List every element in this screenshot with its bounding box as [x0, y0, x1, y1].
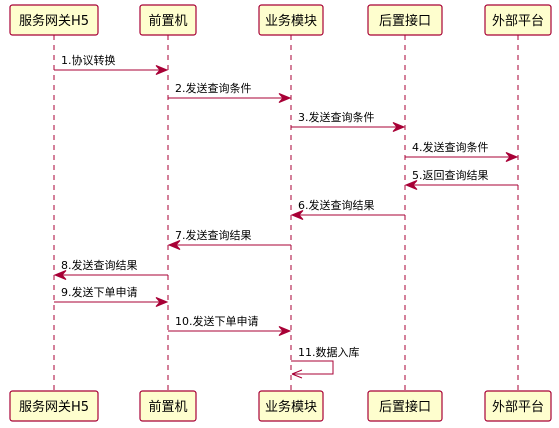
message-10: 10.发送下单申请 — [168, 314, 292, 336]
participant-gw-bottom: 服务网关H5 — [9, 390, 99, 422]
message-label: 9.发送下单申请 — [61, 285, 138, 299]
message-8: 8.发送查询结果 — [53, 258, 168, 280]
participant-box — [367, 4, 443, 36]
message-label: 7.发送查询结果 — [175, 228, 252, 242]
arrowhead — [278, 326, 292, 336]
message-label: 10.发送下单申请 — [175, 314, 259, 328]
participant-label: 前置机 — [148, 13, 187, 29]
participant-back-top: 后置接口 — [367, 4, 443, 36]
arrowhead — [505, 152, 519, 162]
message-9: 9.发送下单申请 — [54, 285, 169, 307]
message-3: 3.发送查询条件 — [291, 110, 406, 132]
message-label: 5.返回查询结果 — [412, 168, 489, 182]
participant-front-bottom: 前置机 — [139, 390, 197, 422]
participant-box — [258, 4, 324, 36]
arrowhead — [167, 240, 181, 250]
participant-biz-top: 业务模块 — [258, 4, 324, 36]
participant-label: 服务网关H5 — [19, 13, 89, 29]
message-label: 11.数据入库 — [298, 345, 360, 359]
messages: 1.协议转换 2.发送查询条件 3.发送查询条件 4.发送查询条件 5.返回查询结果 6.… — [53, 53, 519, 379]
participant-boxes: 服务网关H5服务网关H5前置机前置机业务模块业务模块后置接口后置接口外部平台外部… — [9, 4, 552, 422]
message-7: 7.发送查询结果 — [167, 228, 291, 250]
message-label: 2.发送查询条件 — [175, 81, 252, 95]
arrowhead — [404, 180, 418, 190]
message-label: 1.协议转换 — [61, 53, 116, 67]
message-11: 11.数据入库 — [291, 345, 360, 379]
message-2: 2.发送查询条件 — [168, 81, 292, 103]
arrowhead — [290, 210, 304, 220]
arrowhead — [155, 65, 169, 75]
message-6: 6.发送查询结果 — [290, 198, 405, 220]
participant-box — [367, 390, 443, 422]
participant-box — [484, 4, 552, 36]
participant-ext-top: 外部平台 — [484, 4, 552, 36]
message-5: 5.返回查询结果 — [404, 168, 518, 190]
participant-label: 业务模块 — [265, 399, 317, 415]
arrowhead — [53, 270, 67, 280]
participant-box — [9, 390, 99, 422]
participant-gw-top: 服务网关H5 — [9, 4, 99, 36]
participant-box — [139, 390, 197, 422]
self-message-line — [291, 360, 334, 375]
participant-ext-bottom: 外部平台 — [484, 390, 552, 422]
participant-box — [9, 4, 99, 36]
participant-box — [484, 390, 552, 422]
message-1: 1.协议转换 — [54, 53, 169, 75]
participant-label: 外部平台 — [492, 14, 544, 29]
participant-biz-bottom: 业务模块 — [258, 390, 324, 422]
lifelines — [53, 35, 519, 391]
message-label: 6.发送查询结果 — [298, 198, 375, 212]
message-label: 4.发送查询条件 — [412, 140, 489, 154]
participant-box — [258, 390, 324, 422]
arrowhead — [278, 93, 292, 103]
participant-label: 后置接口 — [379, 399, 431, 415]
participant-label: 服务网关H5 — [19, 399, 89, 415]
arrowhead — [291, 369, 303, 379]
message-label: 8.发送查询结果 — [61, 258, 138, 272]
participant-label: 外部平台 — [492, 400, 544, 415]
participant-label: 业务模块 — [265, 13, 317, 29]
message-label: 3.发送查询条件 — [298, 110, 375, 124]
participant-box — [139, 4, 197, 36]
participant-label: 前置机 — [148, 399, 187, 415]
participant-back-bottom: 后置接口 — [367, 390, 443, 422]
arrowhead — [155, 297, 169, 307]
participant-label: 后置接口 — [379, 13, 431, 29]
message-4: 4.发送查询条件 — [405, 140, 519, 162]
participant-front-top: 前置机 — [139, 4, 197, 36]
arrowhead — [392, 122, 406, 132]
